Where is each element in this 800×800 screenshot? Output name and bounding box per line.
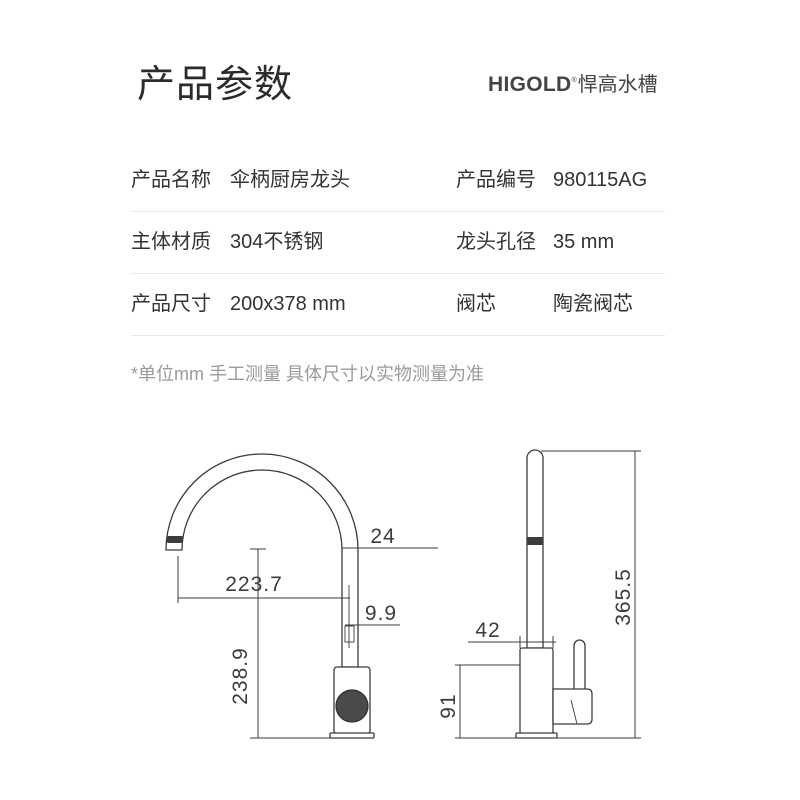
technical-drawing: 24 223.7 9.9 238.9 365.5 42 91: [165, 449, 641, 739]
spec-value: 陶瓷阀芯: [553, 293, 633, 315]
front-base-plate: [329, 732, 375, 739]
side-base-plate: [515, 732, 558, 739]
spec-label: 产品尺寸: [131, 293, 211, 315]
dim-reach-label: 223.7: [225, 573, 283, 596]
measurement-note: *单位mm 手工测量 具体尺寸以实物测量为准: [131, 364, 484, 384]
spec-row: 产品名称 伞柄厨房龙头 产品编号 980115AG: [131, 150, 665, 212]
brand-name: 悍高水槽: [577, 74, 658, 96]
dim-neck-label: 24: [370, 525, 395, 548]
brand-wordmark: HIGOLD: [488, 73, 572, 96]
spec-value: 200x378 mm: [230, 293, 346, 315]
spec-table: 产品名称 伞柄厨房龙头 产品编号 980115AG 主体材质 304不锈钢 龙头…: [131, 150, 665, 336]
side-spout-tube: [526, 449, 544, 649]
page-title: 产品参数: [137, 64, 294, 106]
dim-total-height-label: 365.5: [612, 568, 635, 626]
spec-value: 304不锈钢: [230, 231, 324, 253]
spec-label: 龙头孔径: [456, 231, 536, 253]
dim-depth-label: 42: [475, 619, 500, 642]
spec-label: 产品编号: [456, 169, 536, 191]
spec-value: 980115AG: [553, 169, 648, 191]
side-view: [515, 449, 593, 739]
dim-base-height-label: 91: [437, 693, 460, 718]
spec-value: 35 mm: [553, 231, 615, 253]
front-handle-knob: [335, 689, 369, 723]
side-handle-lever: [573, 639, 586, 697]
front-aerator-band: [167, 536, 183, 543]
spec-label: 阀芯: [456, 293, 496, 315]
spec-row: 产品尺寸 200x378 mm 阀芯 陶瓷阀芯: [131, 274, 665, 336]
registered-mark: ®: [571, 77, 577, 84]
spec-row: 主体材质 304不锈钢 龙头孔径 35 mm: [131, 212, 665, 274]
side-handle-detail: [570, 699, 578, 725]
side-body: [519, 647, 554, 735]
dim-spout-height-label: 238.9: [229, 647, 252, 705]
front-gooseneck: [165, 453, 359, 668]
front-inner-pipe: [344, 625, 355, 643]
spec-label: 产品名称: [131, 169, 211, 191]
spec-value: 伞柄厨房龙头: [230, 169, 350, 191]
side-aerator-band: [527, 537, 543, 545]
spec-label: 主体材质: [131, 231, 211, 253]
dim-outlet-label: 9.9: [365, 602, 397, 625]
front-view: [165, 453, 375, 739]
brand-logo: HIGOLD ® 悍高水槽: [488, 72, 658, 98]
side-dimensions: 365.5 42 91: [437, 450, 641, 739]
front-dimensions: 24 223.7 9.9 238.9: [177, 525, 438, 739]
